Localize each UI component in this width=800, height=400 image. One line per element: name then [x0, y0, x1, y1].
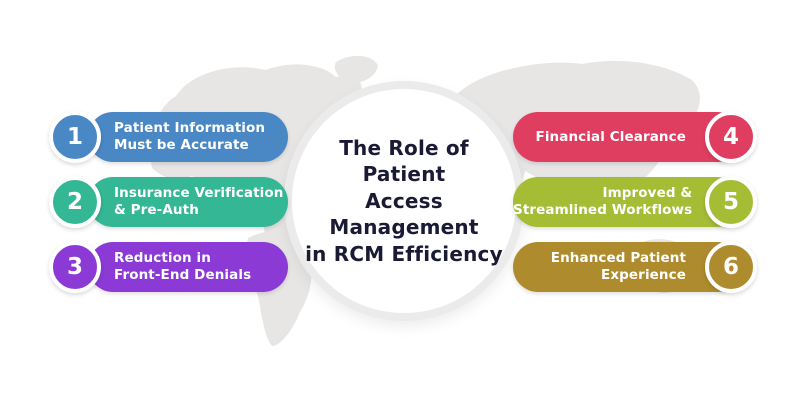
- center-circle: The Role of Patient Access Management in…: [284, 81, 524, 321]
- item-6-patient-experience: Enhanced Patient Experience 6: [513, 241, 757, 293]
- item-5-label: Improved & Streamlined Workflows: [513, 185, 693, 218]
- item-6-pill: Enhanced Patient Experience: [513, 242, 742, 292]
- item-1-patient-information: Patient Information Must be Accurate 1: [49, 111, 288, 163]
- item-3-label: Reduction in Front-End Denials: [114, 250, 252, 283]
- item-3-number-badge: 3: [49, 241, 101, 293]
- item-5-streamlined-workflows: Improved & Streamlined Workflows 5: [513, 176, 757, 228]
- item-1-number-badge: 1: [49, 111, 101, 163]
- item-1-pill: Patient Information Must be Accurate: [88, 112, 288, 162]
- item-2-pill: Insurance Verification & Pre-Auth: [88, 177, 288, 227]
- item-4-pill: Financial Clearance: [513, 112, 742, 162]
- item-2-label: Insurance Verification & Pre-Auth: [114, 185, 284, 218]
- item-5-number-badge: 5: [705, 176, 757, 228]
- infographic-title: The Role of Patient Access Management in…: [305, 135, 503, 266]
- item-3-reduction-denials: Reduction in Front-End Denials 3: [49, 241, 288, 293]
- item-6-number-badge: 6: [705, 241, 757, 293]
- item-4-financial-clearance: Financial Clearance 4: [513, 111, 757, 163]
- item-5-pill: Improved & Streamlined Workflows: [513, 177, 742, 227]
- item-2-insurance-verification: Insurance Verification & Pre-Auth 2: [49, 176, 288, 228]
- item-3-pill: Reduction in Front-End Denials: [88, 242, 288, 292]
- item-6-label: Enhanced Patient Experience: [550, 250, 686, 283]
- item-4-label: Financial Clearance: [535, 128, 686, 145]
- item-2-number-badge: 2: [49, 176, 101, 228]
- item-1-label: Patient Information Must be Accurate: [114, 120, 266, 153]
- item-4-number-badge: 4: [705, 111, 757, 163]
